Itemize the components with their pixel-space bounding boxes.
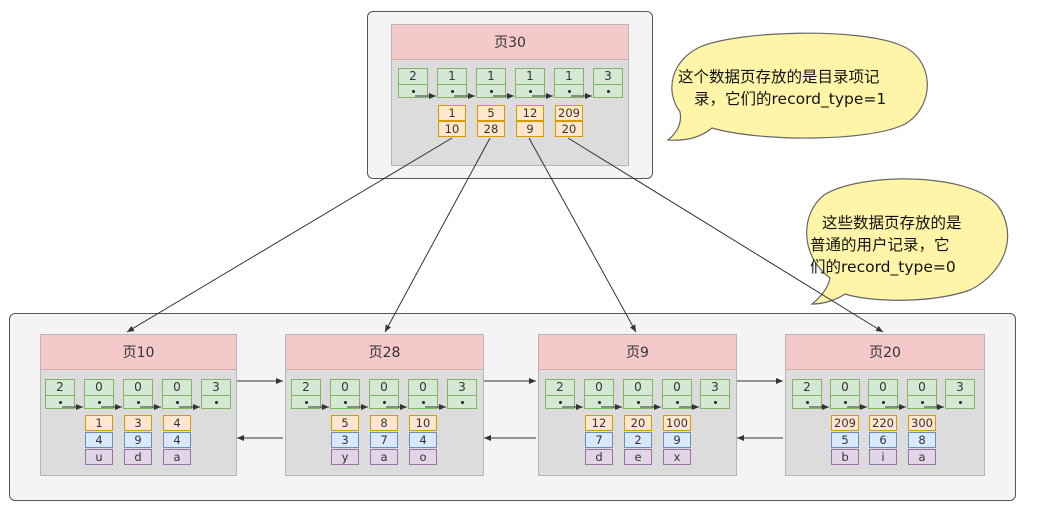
leaf-record: 0 (162, 379, 192, 409)
leaf-record: 0 (408, 379, 438, 409)
leaf-col2-cell: 5 (831, 432, 859, 448)
callout-line: 这些数据页存放的是 (822, 214, 962, 232)
leaf-col2-cell: 4 (85, 432, 113, 448)
leaf-record: 0 (84, 379, 114, 409)
leaf-col2-cell: 6 (869, 432, 897, 448)
root-record: 1 (437, 68, 467, 98)
leaf-record: 0 (584, 379, 614, 409)
leaf-col3-cell: x (663, 449, 691, 465)
callout-line: 普通的用户记录，它 (810, 236, 950, 254)
leaf-col3-cell: u (85, 449, 113, 465)
page-title: 页9 (539, 335, 736, 370)
leaf-key-cell: 5 (331, 415, 359, 431)
leaf-record: 0 (907, 379, 937, 409)
callout-line: 们的record_type=0 (810, 258, 956, 276)
leaf-key-cell: 10 (409, 415, 437, 431)
leaf-col2-cell: 8 (908, 432, 936, 448)
root-record-supremum: 3 (593, 68, 623, 98)
callout-line: 录，它们的record_type=1 (694, 90, 887, 108)
leaf-col3-cell: a (370, 449, 398, 465)
root-record: 1 (554, 68, 584, 98)
leaf-key-cell: 1 (85, 415, 113, 431)
leaf-record: 0 (868, 379, 898, 409)
leaf-col3-cell: a (163, 449, 191, 465)
callout-text-top: 这个数据页存放的是目录项记 录，它们的record_type=1 (678, 66, 886, 110)
leaf-col2-cell: 9 (663, 432, 691, 448)
page-title: 页10 (41, 335, 236, 370)
root-page-no-cell: 10 (438, 121, 466, 137)
leaf-record-infimum: 2 (545, 379, 575, 409)
leaf-record-supremum: 3 (201, 379, 231, 409)
leaf-col3-cell: y (331, 449, 359, 465)
leaf-record: 0 (623, 379, 653, 409)
leaf-col3-cell: e (624, 449, 652, 465)
leaf-col3-cell: o (409, 449, 437, 465)
leaf-record: 0 (662, 379, 692, 409)
leaf-key-cell: 3 (124, 415, 152, 431)
page-title: 页30 (392, 25, 628, 60)
leaf-key-cell: 209 (831, 415, 859, 431)
leaf-record: 0 (123, 379, 153, 409)
leaf-col3-cell: d (585, 449, 613, 465)
root-page-no-cell: 28 (477, 121, 505, 137)
leaf-col2-cell: 7 (370, 432, 398, 448)
leaf-col2-cell: 3 (331, 432, 359, 448)
root-key-cell: 12 (516, 105, 544, 121)
leaf-col2-cell: 4 (409, 432, 437, 448)
leaf-record-infimum: 2 (291, 379, 321, 409)
leaf-key-cell: 8 (370, 415, 398, 431)
leaf-key-cell: 100 (663, 415, 691, 431)
leaf-col3-cell: a (908, 449, 936, 465)
root-record: 1 (515, 68, 545, 98)
root-page-no-cell: 9 (516, 121, 544, 137)
leaf-col2-cell: 7 (585, 432, 613, 448)
root-record-infimum: 2 (398, 68, 428, 98)
page-title: 页20 (786, 335, 984, 370)
root-key-cell: 1 (438, 105, 466, 121)
root-page-no-cell: 20 (555, 121, 583, 137)
callout-line: 这个数据页存放的是目录项记 (678, 68, 880, 86)
leaf-record: 0 (830, 379, 860, 409)
leaf-col3-cell: i (869, 449, 897, 465)
leaf-record-supremum: 3 (447, 379, 477, 409)
leaf-key-cell: 12 (585, 415, 613, 431)
callout-text-bottom: 这些数据页存放的是 普通的用户记录，它 们的record_type=0 (810, 212, 962, 278)
leaf-record-infimum: 2 (792, 379, 822, 409)
root-key-cell: 5 (477, 105, 505, 121)
leaf-record-supremum: 3 (700, 379, 730, 409)
leaf-record: 0 (369, 379, 399, 409)
leaf-key-cell: 20 (624, 415, 652, 431)
leaf-record-supremum: 3 (945, 379, 975, 409)
leaf-key-cell: 220 (869, 415, 897, 431)
leaf-col2-cell: 9 (124, 432, 152, 448)
leaf-record-infimum: 2 (45, 379, 75, 409)
leaf-col2-cell: 4 (163, 432, 191, 448)
root-record: 1 (476, 68, 506, 98)
leaf-key-cell: 300 (908, 415, 936, 431)
leaf-col2-cell: 2 (624, 432, 652, 448)
leaf-key-cell: 4 (163, 415, 191, 431)
leaf-col3-cell: b (831, 449, 859, 465)
leaf-col3-cell: d (124, 449, 152, 465)
leaf-record: 0 (330, 379, 360, 409)
root-key-cell: 209 (555, 105, 583, 121)
page-title: 页28 (286, 335, 483, 370)
